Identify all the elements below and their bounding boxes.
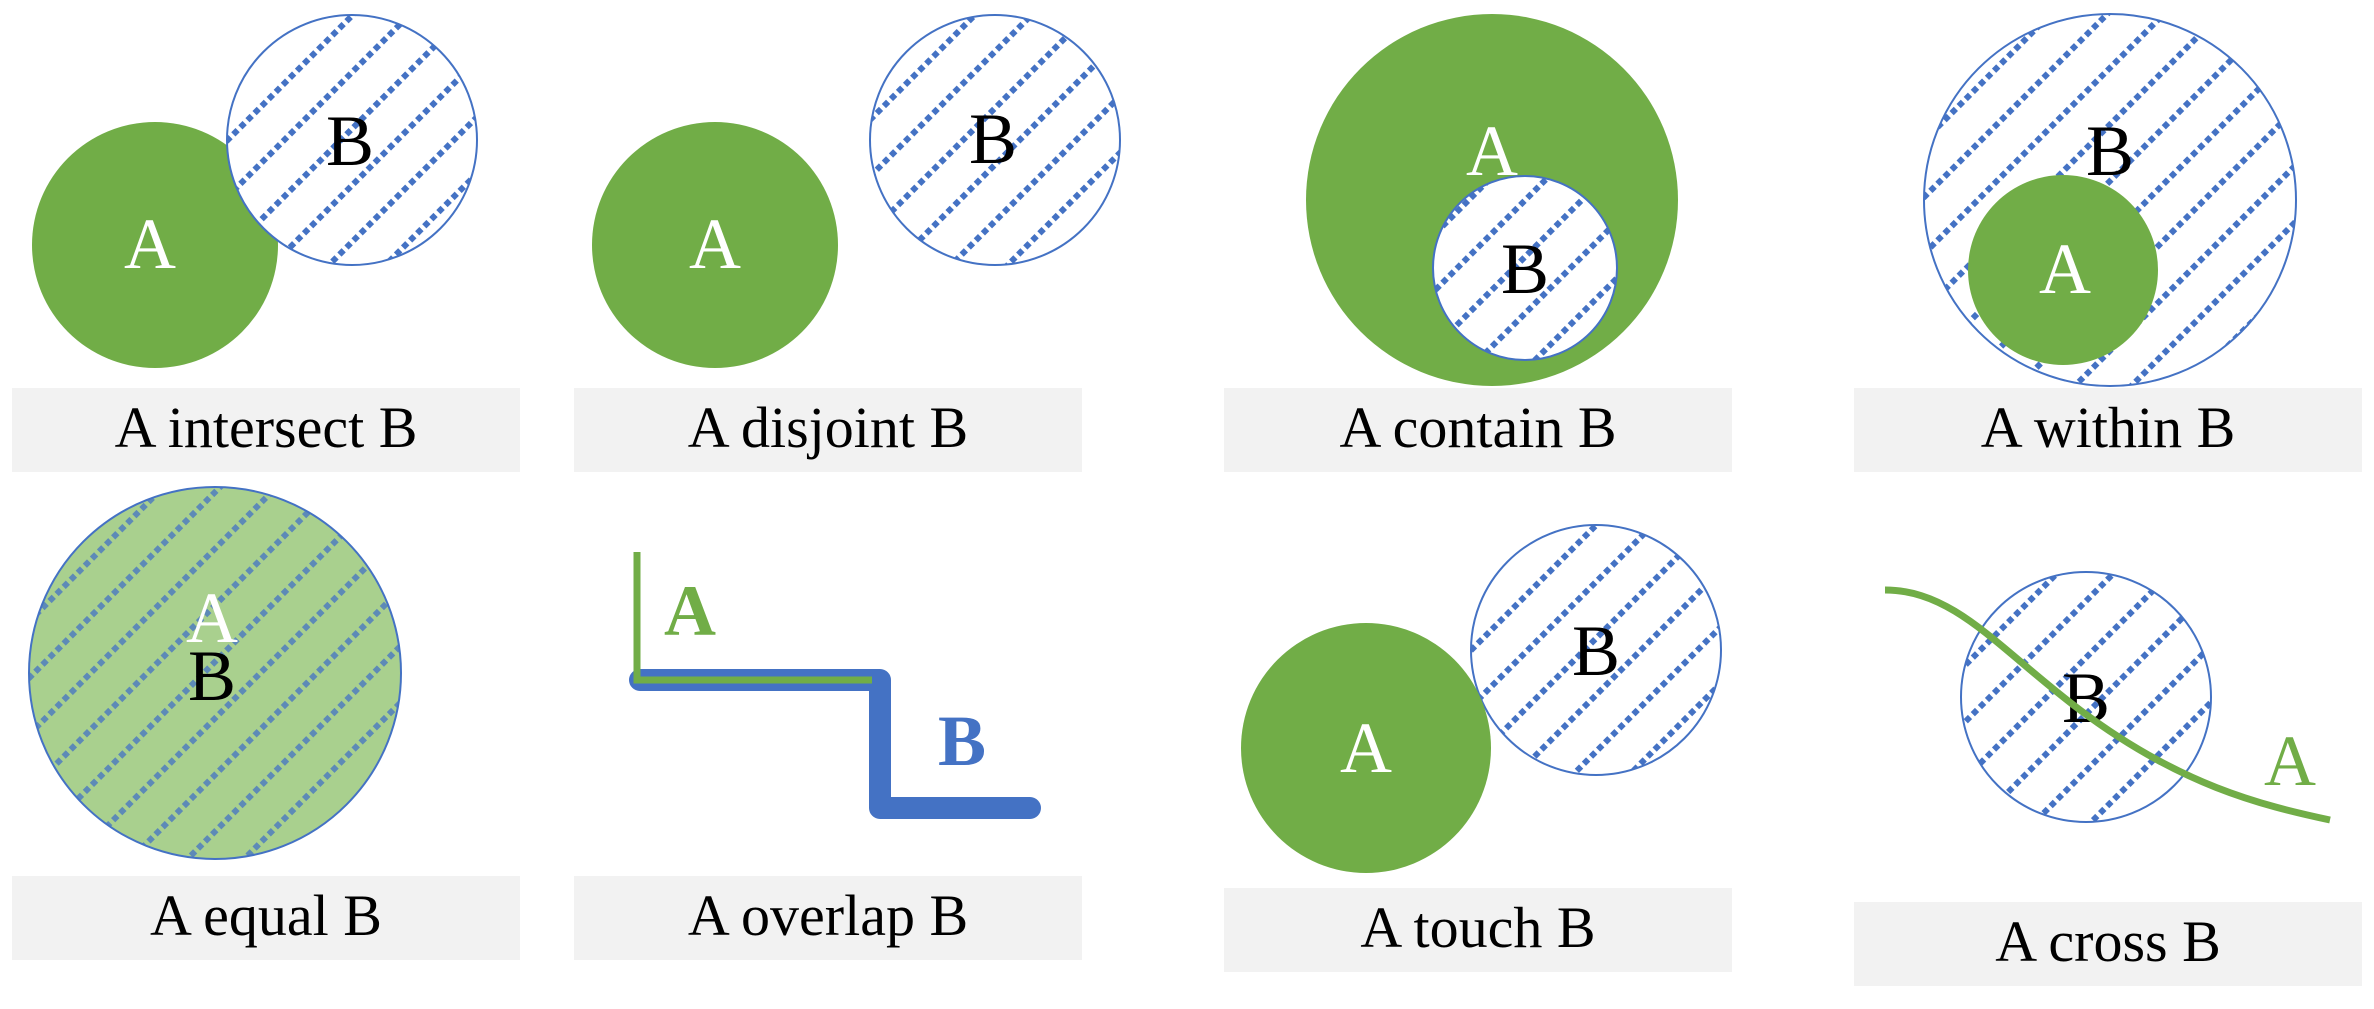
shape-a [1968,175,2158,365]
caption: A disjoint B [688,395,968,460]
panel-contain: A B A contain B [1224,14,1732,472]
shape-a [32,122,278,368]
label-b: B [326,101,374,181]
line-a [633,552,872,684]
label-a: A [2264,721,2316,801]
caption-box [1224,388,1732,472]
panel-touch: A B A touch B [1224,524,1732,972]
shape-b-hatch [226,14,478,266]
label-a: A [664,571,716,651]
caption: A touch B [1360,895,1595,960]
caption: A intersect B [115,395,418,460]
caption-box [12,876,520,960]
panel-disjoint: A B A disjoint B [574,14,1121,472]
label-b: B [969,99,1017,179]
line-a [1884,586,2331,824]
shape-b-hatch [869,14,1121,266]
caption-box [1854,388,2362,472]
shape-b-hatch [1432,175,1618,361]
panel-within: B A A within B [1854,13,2362,472]
panel-equal: A B A equal B [12,486,520,960]
caption-box [1224,888,1732,972]
shape-b-hatch [1960,571,2212,823]
caption: A cross B [1995,909,2221,974]
label-a: A [1340,708,1392,788]
label-a: A [1466,111,1518,191]
shape-a [592,122,838,368]
panel-intersect: A B A intersect B [12,14,520,472]
label-a: A [689,204,741,284]
caption-box [12,388,520,472]
label-a: A [2039,229,2091,309]
label-b: B [2086,111,2134,191]
label-b: B [1501,229,1549,309]
panel-overlap: A B A overlap B [574,552,1082,960]
caption: A within B [1981,395,2236,460]
caption-box [574,876,1082,960]
shape-b-hatch [1470,524,1722,776]
shape-b-hatch [28,486,402,860]
label-b: B [938,701,986,781]
label-a: A [186,578,238,658]
label-b: B [1572,611,1620,691]
shape-a [1241,623,1491,873]
caption-box [1854,902,2362,986]
caption-box [574,388,1082,472]
caption: A equal B [150,883,382,948]
caption: A contain B [1339,395,1616,460]
label-a: A [124,204,176,284]
panel-cross: B A A cross B [1854,571,2362,986]
label-b: B [188,636,236,716]
caption: A overlap B [688,883,968,948]
